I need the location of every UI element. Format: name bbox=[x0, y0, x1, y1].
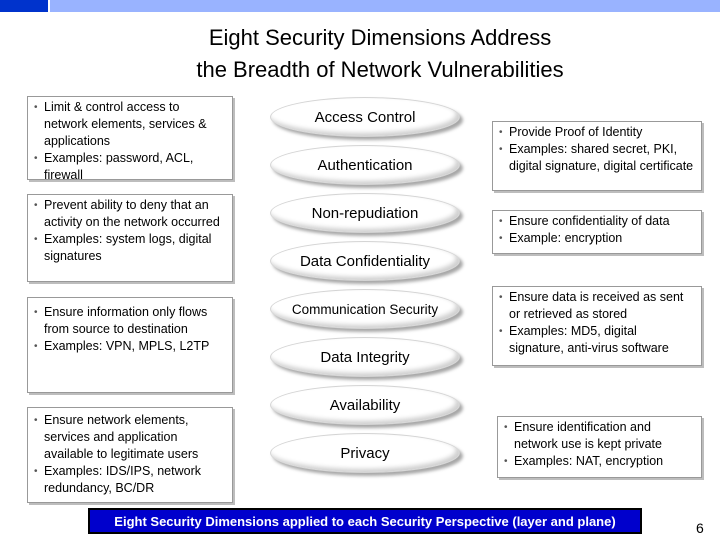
bullet-item: Prevent ability to deny that an activity… bbox=[34, 197, 226, 231]
bullet-item: Ensure identification and network use is… bbox=[504, 419, 695, 453]
bullet-item: Examples: password, ACL, firewall bbox=[34, 150, 226, 184]
title-line-2: the Breadth of Network Vulnerabilities bbox=[196, 57, 564, 82]
dimension-data-confidentiality: Data Confidentiality bbox=[270, 241, 460, 281]
bullet-item: Ensure information only flows from sourc… bbox=[34, 304, 226, 338]
dimension-communication-security: Communication Security bbox=[270, 289, 460, 329]
bullet-item: Examples: shared secret, PKI, digital si… bbox=[499, 141, 695, 175]
left-box-availability: Ensure network elements, services and ap… bbox=[27, 407, 233, 503]
right-box-privacy: Ensure identification and network use is… bbox=[497, 416, 702, 478]
bullet-item: Examples: IDS/IPS, network redundancy, B… bbox=[34, 463, 226, 497]
bullet-item: Ensure confidentiality of data bbox=[499, 213, 695, 230]
slide-title: Eight Security Dimensions Address the Br… bbox=[60, 22, 700, 86]
bullet-item: Examples: NAT, encryption bbox=[504, 453, 695, 470]
left-box-non-repudiation: Prevent ability to deny that an activity… bbox=[27, 194, 233, 282]
dimension-availability: Availability bbox=[270, 385, 460, 425]
left-box-communication: Ensure information only flows from sourc… bbox=[27, 297, 233, 393]
dimension-privacy: Privacy bbox=[270, 433, 460, 473]
title-line-1: Eight Security Dimensions Address bbox=[208, 25, 552, 50]
top-decor-bar bbox=[0, 0, 720, 12]
top-decor-light bbox=[50, 0, 720, 12]
left-box-access-auth: Limit & control access to network elemen… bbox=[27, 96, 233, 182]
page-number: 6 bbox=[696, 520, 704, 536]
dimension-non-repudiation: Non-repudiation bbox=[270, 193, 460, 233]
bullet-item: Examples: VPN, MPLS, L2TP bbox=[34, 338, 226, 355]
bullet-item: Limit & control access to network elemen… bbox=[34, 99, 226, 150]
bullet-item: Ensure data is received as sent or retri… bbox=[499, 289, 695, 323]
dimension-access-control: Access Control bbox=[270, 97, 460, 137]
dimension-data-integrity: Data Integrity bbox=[270, 337, 460, 377]
footer-text: Eight Security Dimensions applied to eac… bbox=[114, 513, 616, 529]
right-box-integrity: Ensure data is received as sent or retri… bbox=[492, 286, 702, 366]
top-decor-dark bbox=[0, 0, 48, 12]
right-box-authentication: Provide Proof of Identity Examples: shar… bbox=[492, 121, 702, 191]
bullet-item: Example: encryption bbox=[499, 230, 695, 247]
bullet-item: Provide Proof of Identity bbox=[499, 124, 695, 141]
right-box-confidentiality: Ensure confidentiality of data Example: … bbox=[492, 210, 702, 254]
dimension-authentication: Authentication bbox=[270, 145, 460, 185]
bullet-item: Ensure network elements, services and ap… bbox=[34, 412, 226, 463]
bullet-item: Examples: system logs, digital signature… bbox=[34, 231, 226, 265]
bullet-item: Examples: MD5, digital signature, anti-v… bbox=[499, 323, 695, 357]
footer-banner: Eight Security Dimensions applied to eac… bbox=[88, 508, 642, 534]
